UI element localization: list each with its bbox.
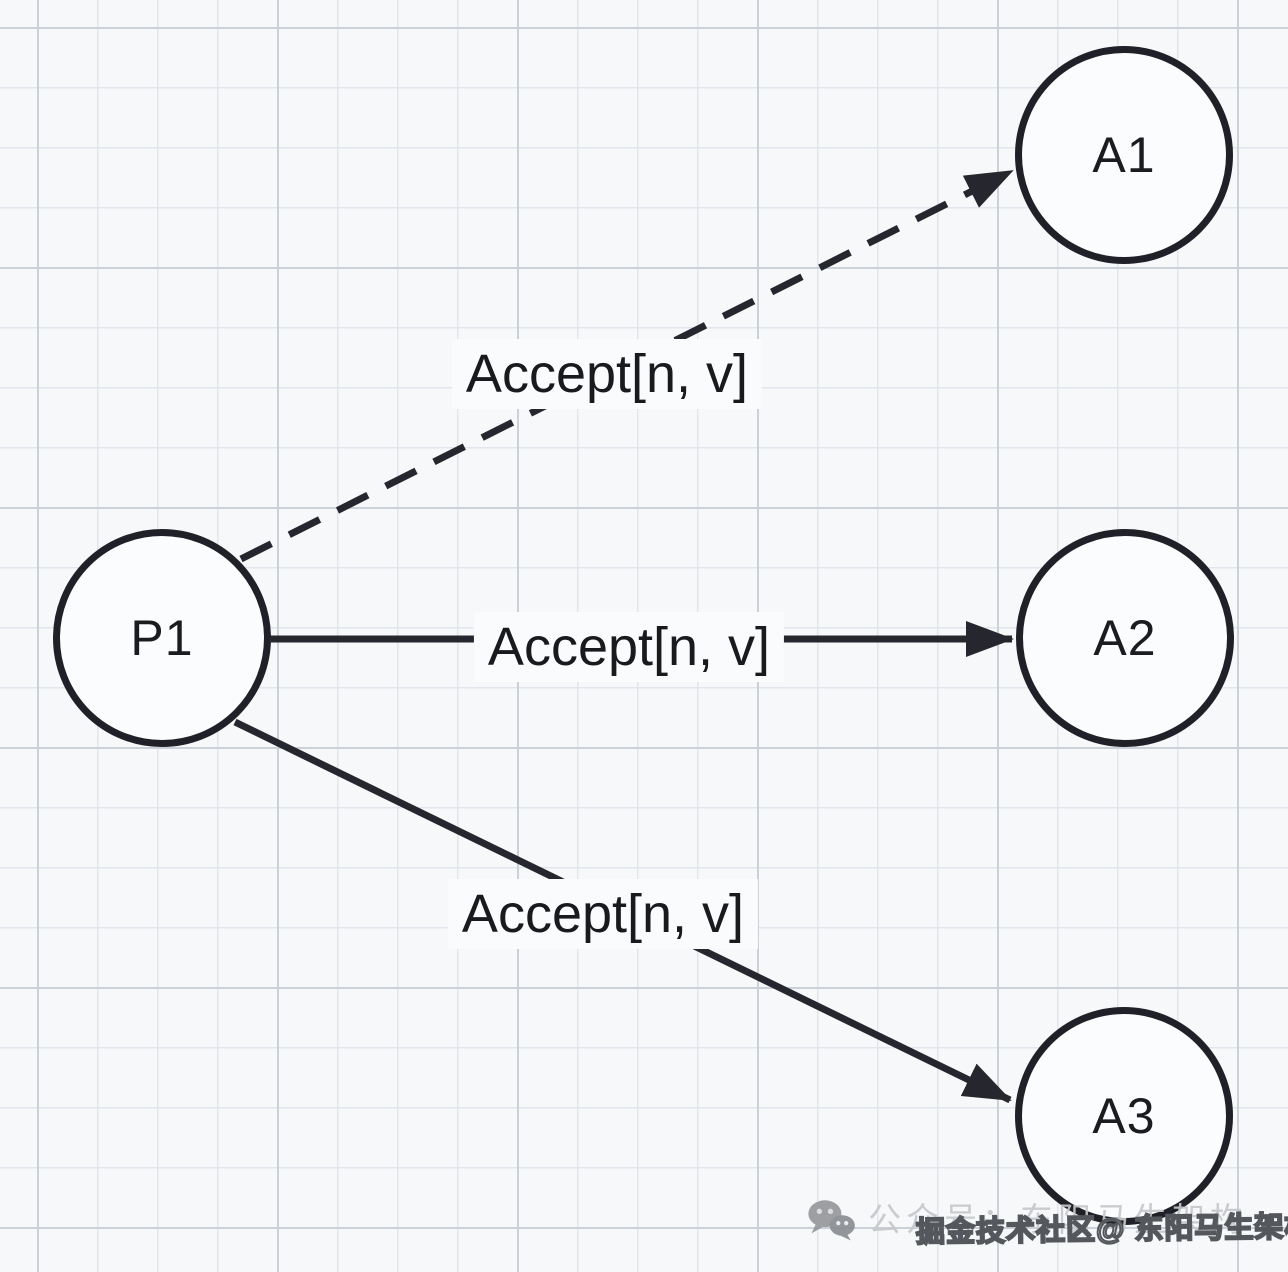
node-a1-label: A1	[1092, 127, 1156, 183]
edge-label-accept-a1: Accept[n, v]	[451, 339, 763, 409]
watermark-community-text: 掘金技术社区@ 东阳马生架构	[915, 1210, 1288, 1250]
edge-p1-a1-dashed-arrow	[239, 167, 1014, 563]
node-a2-label: A2	[1093, 610, 1157, 666]
node-a3: A3	[1015, 1007, 1233, 1225]
node-a3-label: A3	[1092, 1088, 1156, 1144]
watermark: 公众号：东阳马生架构	[806, 1196, 1248, 1244]
edge-label-accept-a2: Accept[n, v]	[473, 612, 785, 682]
node-p1: P1	[53, 529, 271, 747]
node-a2: A2	[1016, 529, 1234, 747]
wechat-icon	[808, 1200, 855, 1241]
watermark-account-text: 公众号：东阳马生架构	[868, 1201, 1248, 1238]
node-p1-label: P1	[130, 610, 194, 666]
node-a1: A1	[1015, 46, 1233, 264]
edge-label-accept-a3: Accept[n, v]	[447, 879, 759, 949]
